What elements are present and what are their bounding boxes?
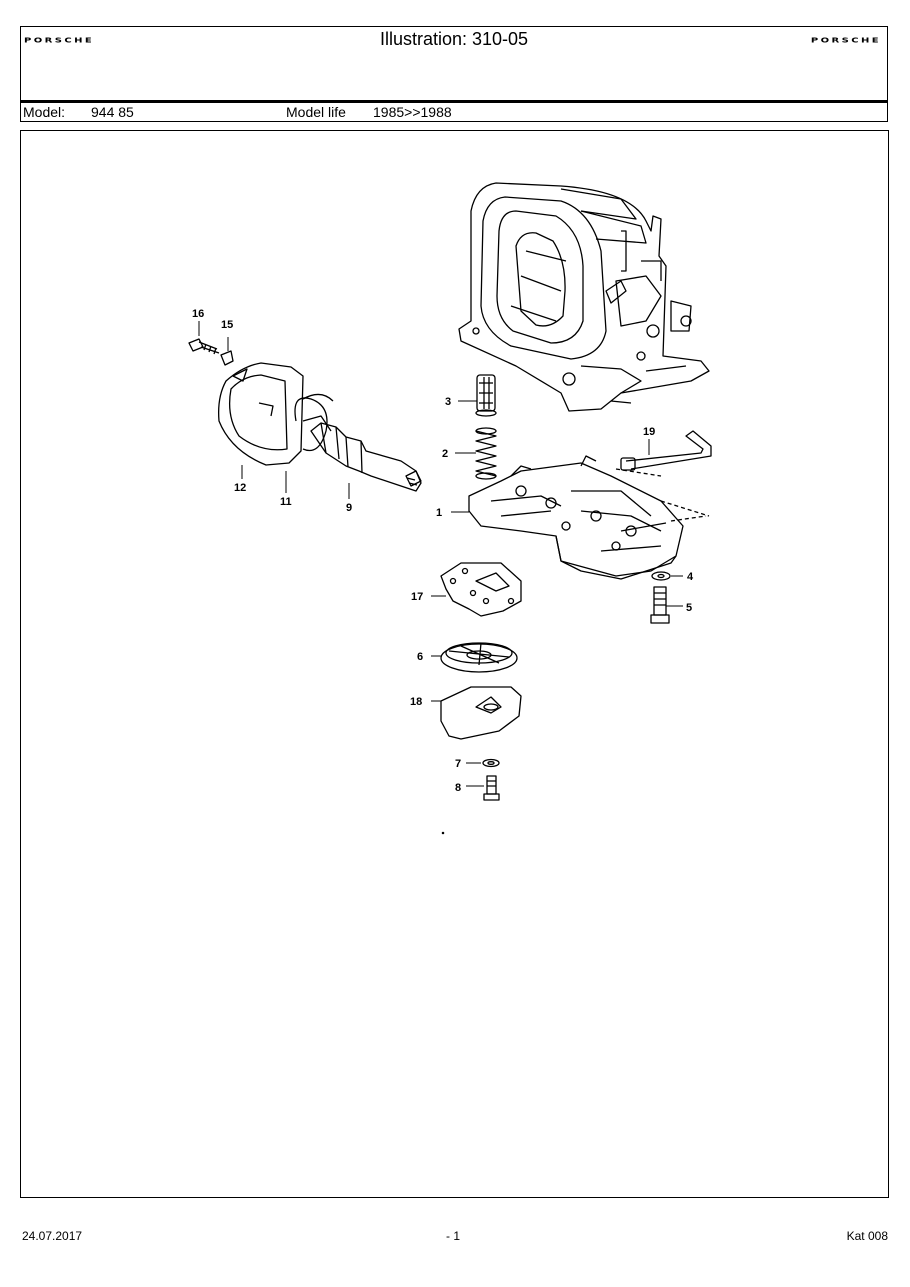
exploded-parts-diagram: 3 2 1 4 5 17 6 18 7 8 9 11 12 16 15 19 (188, 182, 712, 835)
callout-12: 12 (234, 482, 246, 494)
shaft-part-9 (302, 415, 422, 492)
callout-6: 6 (417, 651, 423, 663)
brand-logo-left: PORSCHE (24, 37, 95, 45)
callout-1: 1 (436, 507, 442, 519)
footer-date: 24.07.2017 (22, 1229, 83, 1243)
spring-part-2 (475, 427, 497, 480)
header-box: PORSCHE Illustration: 310-05 PORSCHE Mod… (20, 26, 888, 122)
footer-page-number: - 1 (446, 1229, 461, 1243)
callout-17: 17 (411, 591, 423, 603)
callout-11: 11 (280, 496, 292, 508)
callout-leaders (198, 321, 683, 787)
strainer-part-6 (440, 642, 518, 673)
callout-18: 18 (410, 696, 422, 708)
bolt-part-16 (188, 338, 220, 355)
cover-part-18 (440, 686, 522, 740)
callout-3: 3 (445, 396, 451, 408)
bolt-part-5 (650, 586, 670, 624)
brand-logo-right: PORSCHE (810, 37, 881, 45)
footer-catalog: Kat 008 (846, 1229, 888, 1243)
callout-4: 4 (687, 571, 694, 583)
callout-16: 16 (192, 308, 204, 320)
tube-part-19 (615, 430, 712, 477)
brake-band-part-12 (218, 362, 304, 466)
model-life-value: 1985>>1988 (373, 104, 452, 120)
model-label: Model: (23, 104, 66, 120)
callout-5: 5 (686, 602, 692, 614)
callout-8: 8 (455, 782, 461, 794)
valve-body-part-1 (468, 455, 710, 580)
washer-part-7 (482, 758, 500, 768)
washer-part-4 (651, 571, 671, 581)
page-title: Illustration: 310-05 (379, 29, 529, 49)
model-value: 944 85 (91, 104, 134, 120)
callout-2: 2 (442, 448, 448, 460)
model-life-label: Model life (286, 104, 346, 120)
transmission-housing-drawing (458, 182, 710, 412)
snap-ring-part-11 (294, 393, 334, 452)
filter-part-3 (475, 374, 497, 417)
gasket-part-17 (440, 562, 522, 617)
diagram-frame: 3 2 1 4 5 17 6 18 7 8 9 11 12 16 15 19 (20, 130, 889, 1198)
callout-9: 9 (346, 502, 352, 514)
bolt-part-8 (483, 775, 500, 801)
nut-part-15 (220, 350, 234, 366)
callout-19: 19 (643, 426, 655, 438)
header-divider (21, 100, 887, 103)
callout-7: 7 (455, 758, 461, 770)
callout-15: 15 (221, 319, 233, 331)
